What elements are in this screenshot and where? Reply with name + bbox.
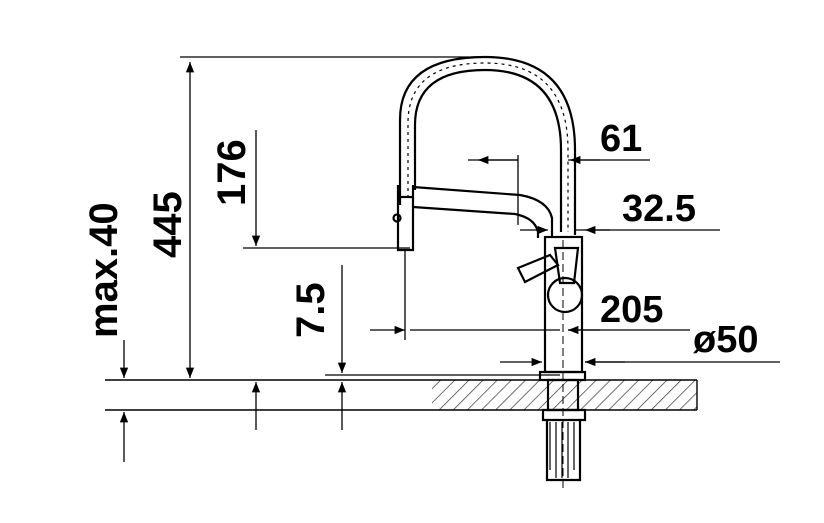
label-176: 176 — [210, 139, 254, 206]
label-32-5: 32.5 — [622, 188, 696, 230]
label-max-40: max.40 — [82, 202, 126, 338]
dimension-lines — [119, 56, 780, 462]
countertop-hatch — [432, 380, 697, 410]
label-7-5: 7.5 — [289, 282, 333, 338]
countertop — [105, 374, 698, 411]
label-205: 205 — [600, 289, 663, 331]
label-diameter-50: ø50 — [693, 319, 758, 361]
faucet-outline — [392, 55, 587, 490]
label-445: 445 — [146, 191, 190, 258]
label-61: 61 — [600, 118, 642, 160]
